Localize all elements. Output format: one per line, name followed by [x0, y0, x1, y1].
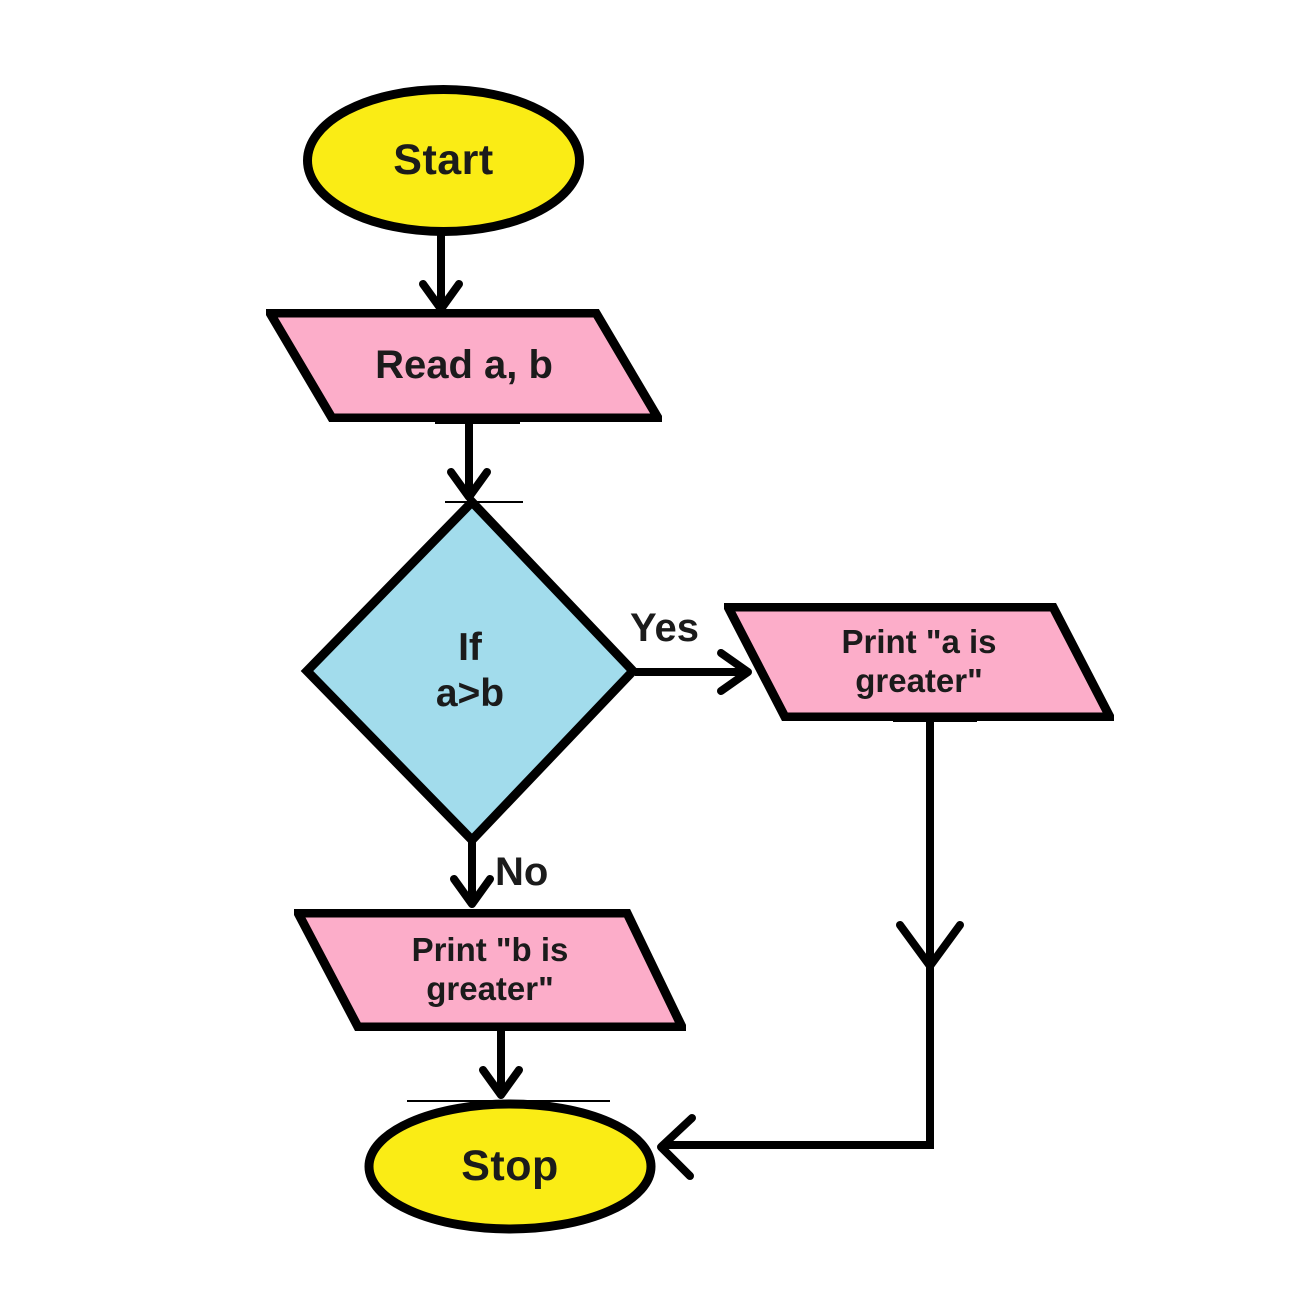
node-start: Start [302, 84, 585, 237]
edge-start-to-read-arrowhead-icon [419, 280, 463, 313]
start-ellipse-shape [303, 85, 584, 236]
no-branch-label: No [495, 850, 549, 894]
edge-print-a-mid-arrowhead-icon [896, 921, 964, 970]
edge-print-b-to-stop-arrowhead-icon [479, 1066, 523, 1099]
edge-print-a-to-stop [666, 721, 934, 1149]
node-stop: Stop [363, 1098, 657, 1235]
edge-print-a-to-stop-arrowhead-icon [657, 1114, 696, 1180]
decision-diamond-shape [300, 495, 640, 847]
node-print-a-greater: Print "a is greater" [724, 603, 1114, 721]
print-b-parallelogram-shape [294, 909, 686, 1031]
edge-decision-no-arrowhead-icon [450, 875, 494, 908]
yes-branch-label: Yes [630, 606, 699, 650]
node-read-a-b: Read a, b [266, 309, 662, 422]
stop-ellipse-shape [364, 1099, 656, 1234]
print-a-parallelogram-shape [724, 603, 1114, 721]
node-decision-a-greater-b: If a>b [299, 494, 641, 848]
node-print-b-greater: Print "b is greater" [294, 909, 686, 1031]
read-parallelogram-shape [266, 309, 662, 422]
